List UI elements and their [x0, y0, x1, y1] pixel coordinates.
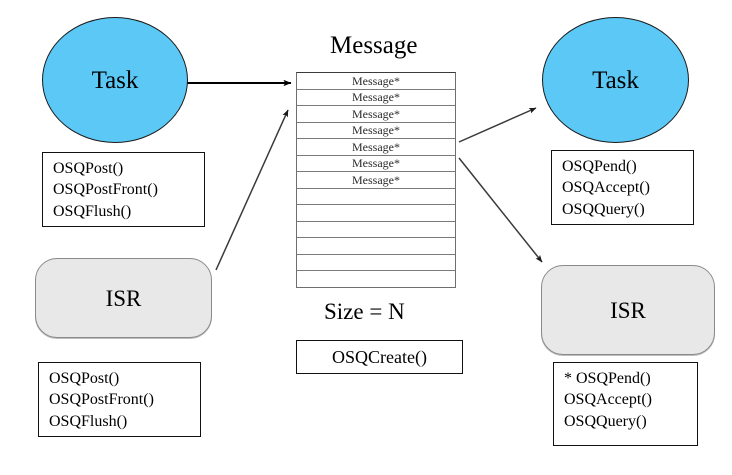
isr-node-right-label: ISR: [610, 297, 646, 323]
arrow-queue-to-task-right: [458, 107, 537, 143]
api-box-isr-right[interactable]: * OSQPend() OSQAccept() OSQQuery(): [553, 362, 698, 446]
api-line: * OSQPend(): [564, 370, 651, 387]
task-node-right-label: Task: [592, 66, 639, 94]
isr-node-right[interactable]: ISR: [541, 265, 715, 355]
task-node-right[interactable]: Task: [542, 17, 689, 143]
queue-slot-empty: [297, 238, 455, 255]
queue-size-label: Size = N: [324, 300, 405, 323]
queue-slot-filled: Message*: [297, 172, 455, 189]
api-line: OSQPost(): [49, 370, 120, 387]
queue-slot-empty: [297, 205, 455, 222]
queue-slot-filled: Message*: [297, 106, 455, 123]
api-box-isr-left[interactable]: OSQPost() OSQPostFront() OSQFlush(): [38, 362, 201, 437]
message-queue-table[interactable]: Message*Message*Message*Message*Message*…: [296, 72, 456, 288]
queue-slot-filled: Message*: [297, 90, 455, 107]
api-box-task-right[interactable]: OSQPend() OSQAccept() OSQQuery(): [551, 150, 694, 225]
api-line: OSQAccept(): [564, 391, 652, 409]
api-line: OSQPost(): [53, 160, 124, 177]
queue-slot-filled: Message*: [297, 123, 455, 140]
api-line: OSQFlush(): [49, 412, 128, 430]
api-box-task-left[interactable]: OSQPost() OSQPostFront() OSQFlush(): [42, 152, 205, 227]
task-node-left[interactable]: Task: [42, 17, 188, 143]
queue-slot-empty: [297, 271, 455, 287]
api-line: OSQCreate(): [332, 346, 427, 367]
api-line: OSQPostFront(): [53, 181, 158, 199]
api-line: OSQAccept(): [562, 179, 650, 197]
queue-slot-empty: [297, 255, 455, 272]
api-line: OSQPostFront(): [49, 391, 154, 409]
queue-title-text: Message: [330, 32, 418, 59]
queue-title: Message: [330, 33, 417, 58]
queue-slot-empty: [297, 222, 455, 239]
task-node-left-label: Task: [91, 66, 139, 94]
queue-slot-filled: Message*: [297, 139, 455, 156]
api-line: OSQQuery(): [562, 200, 645, 218]
queue-size-text: Size = N: [324, 299, 405, 324]
api-line: OSQQuery(): [564, 412, 647, 430]
isr-node-left[interactable]: ISR: [35, 258, 212, 338]
api-box-create[interactable]: OSQCreate(): [296, 340, 463, 374]
api-line: OSQFlush(): [53, 202, 132, 220]
queue-slot-filled: Message*: [297, 73, 455, 90]
isr-node-left-label: ISR: [105, 285, 142, 311]
arrow-queue-to-isr-right: [458, 157, 543, 263]
arrow-isr-left-to-queue: [215, 109, 289, 271]
queue-slot-filled: Message*: [297, 156, 455, 173]
api-line: OSQPend(): [562, 158, 637, 175]
queue-slot-empty: [297, 189, 455, 206]
